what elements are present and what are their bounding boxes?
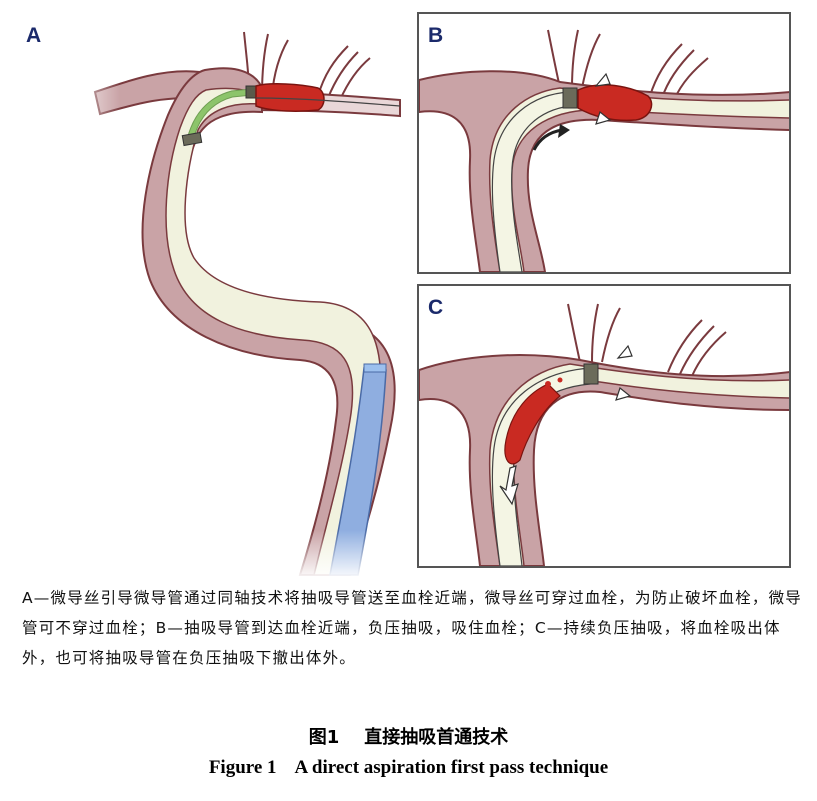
panel-label-a: A [26,24,42,47]
catheter-marker-a [181,131,203,147]
suction-arrow-top-b [594,72,611,87]
microwire [255,97,401,107]
panel-label-b: B [428,24,444,47]
panel-label-c: C [428,296,444,319]
figure-title-cn: 图1 直接抽吸首通技术 [308,727,509,748]
panel-c-drawing [419,303,789,566]
suction-arrow-top-c [616,344,633,359]
catheter-marker-b [562,87,578,109]
figure-caption: A—微导丝引导微导管通过同轴技术将抽吸导管送至血栓近端，微导丝可穿过血栓，为防止… [22,589,803,667]
panel-a-drawing [60,31,401,580]
clot-c [504,383,561,465]
suction-arrow-bottom-c [615,386,632,401]
aspiration-diagram [60,12,791,580]
withdraw-arrow-c [499,465,519,506]
figure-title-en: Figure 1 A direct aspiration first pass … [208,757,609,778]
suction-arrow-bottom-b [595,110,612,125]
panel-b-drawing [419,29,789,272]
catheter-marker-c [583,363,599,385]
